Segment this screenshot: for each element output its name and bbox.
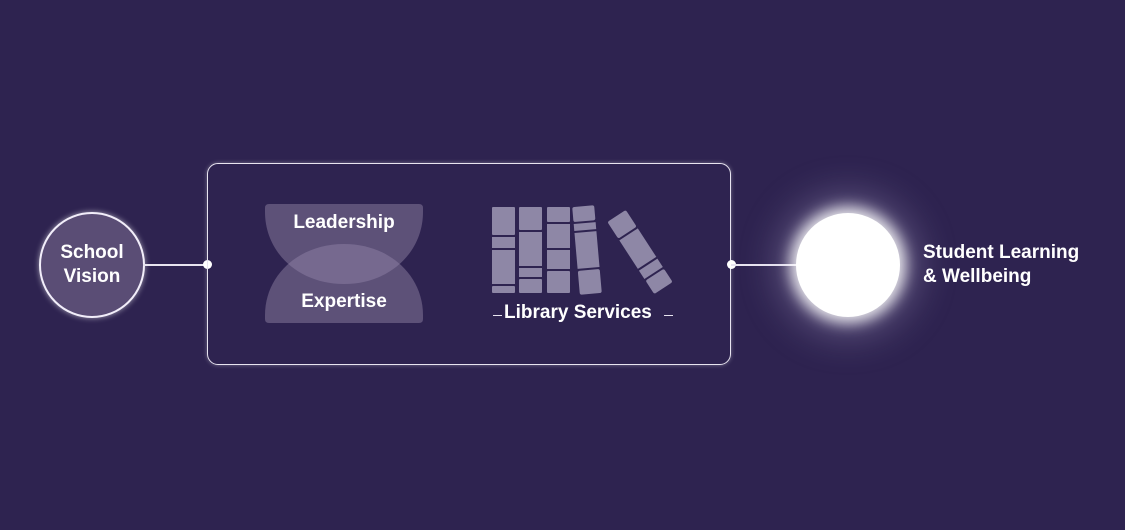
library-services-label: Library Services <box>504 302 652 323</box>
school-vision-label-line1: School <box>60 242 124 263</box>
leadership-expertise-shape <box>265 204 423 323</box>
school-vision-node: School Vision <box>39 212 145 318</box>
books-icon <box>492 205 672 295</box>
connector-line-left <box>143 264 207 266</box>
student-outcome-label-line2: & Wellbeing <box>923 266 1032 287</box>
library-label-dash-right <box>664 315 673 316</box>
leadership-label: Leadership <box>293 212 395 233</box>
student-outcome-label: Student Learning & Wellbeing <box>923 241 1079 289</box>
expertise-label: Expertise <box>301 291 387 312</box>
library-label-dash-left <box>493 315 502 316</box>
student-outcome-label-line1: Student Learning <box>923 242 1080 263</box>
connector-line-right <box>731 264 797 266</box>
school-vision-label-line2: Vision <box>63 266 121 287</box>
student-outcome-node <box>796 213 900 317</box>
